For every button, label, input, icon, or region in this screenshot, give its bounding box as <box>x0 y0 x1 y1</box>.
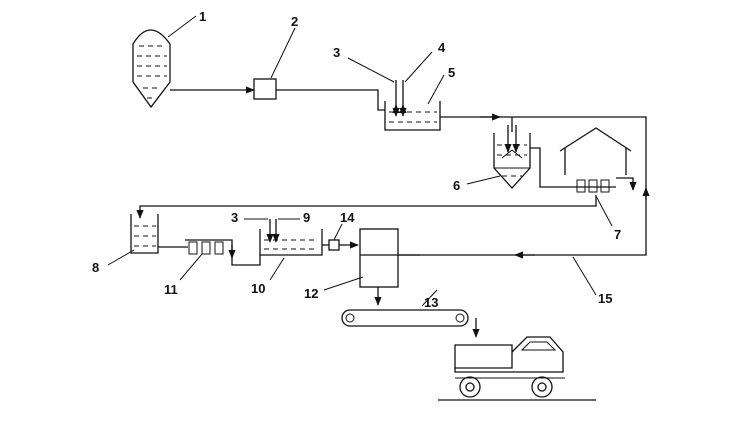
label-12: 12 <box>304 286 318 301</box>
pump-group-11 <box>185 239 261 266</box>
box-12 <box>359 228 399 288</box>
label-8: 8 <box>92 260 99 275</box>
label-3-top: 3 <box>333 45 340 60</box>
label-15: 15 <box>598 291 612 306</box>
label-11: 11 <box>164 282 178 297</box>
label-3-bottom: 3 <box>231 210 238 225</box>
mixing-tank-5 <box>384 80 441 131</box>
tank-8 <box>130 214 159 254</box>
label-2: 2 <box>291 14 298 29</box>
label-5: 5 <box>448 65 455 80</box>
pipe-settler-to-pumps <box>530 147 574 188</box>
unit-2 <box>253 78 277 100</box>
label-1: 1 <box>199 9 206 24</box>
pipe-pumps-to-tank8 <box>136 195 597 219</box>
unit-14 <box>328 239 340 251</box>
dump-truck <box>438 336 596 401</box>
storage-silo-1 <box>132 29 171 109</box>
leader-lines <box>107 15 613 307</box>
conveyor-belt-13 <box>341 309 469 327</box>
label-9: 9 <box>303 210 310 225</box>
label-13: 13 <box>424 295 438 310</box>
settling-tank-6 <box>493 125 531 189</box>
pipe-unit-to-tank <box>276 89 385 111</box>
label-10: 10 <box>251 281 265 296</box>
mixing-tank-10 <box>259 219 323 256</box>
label-4: 4 <box>438 40 446 55</box>
label-6: 6 <box>453 178 460 193</box>
pump-house-7 <box>559 127 637 193</box>
pipe-tank5-to-loop <box>360 116 647 256</box>
label-14: 14 <box>340 210 355 225</box>
label-7: 7 <box>614 227 621 242</box>
